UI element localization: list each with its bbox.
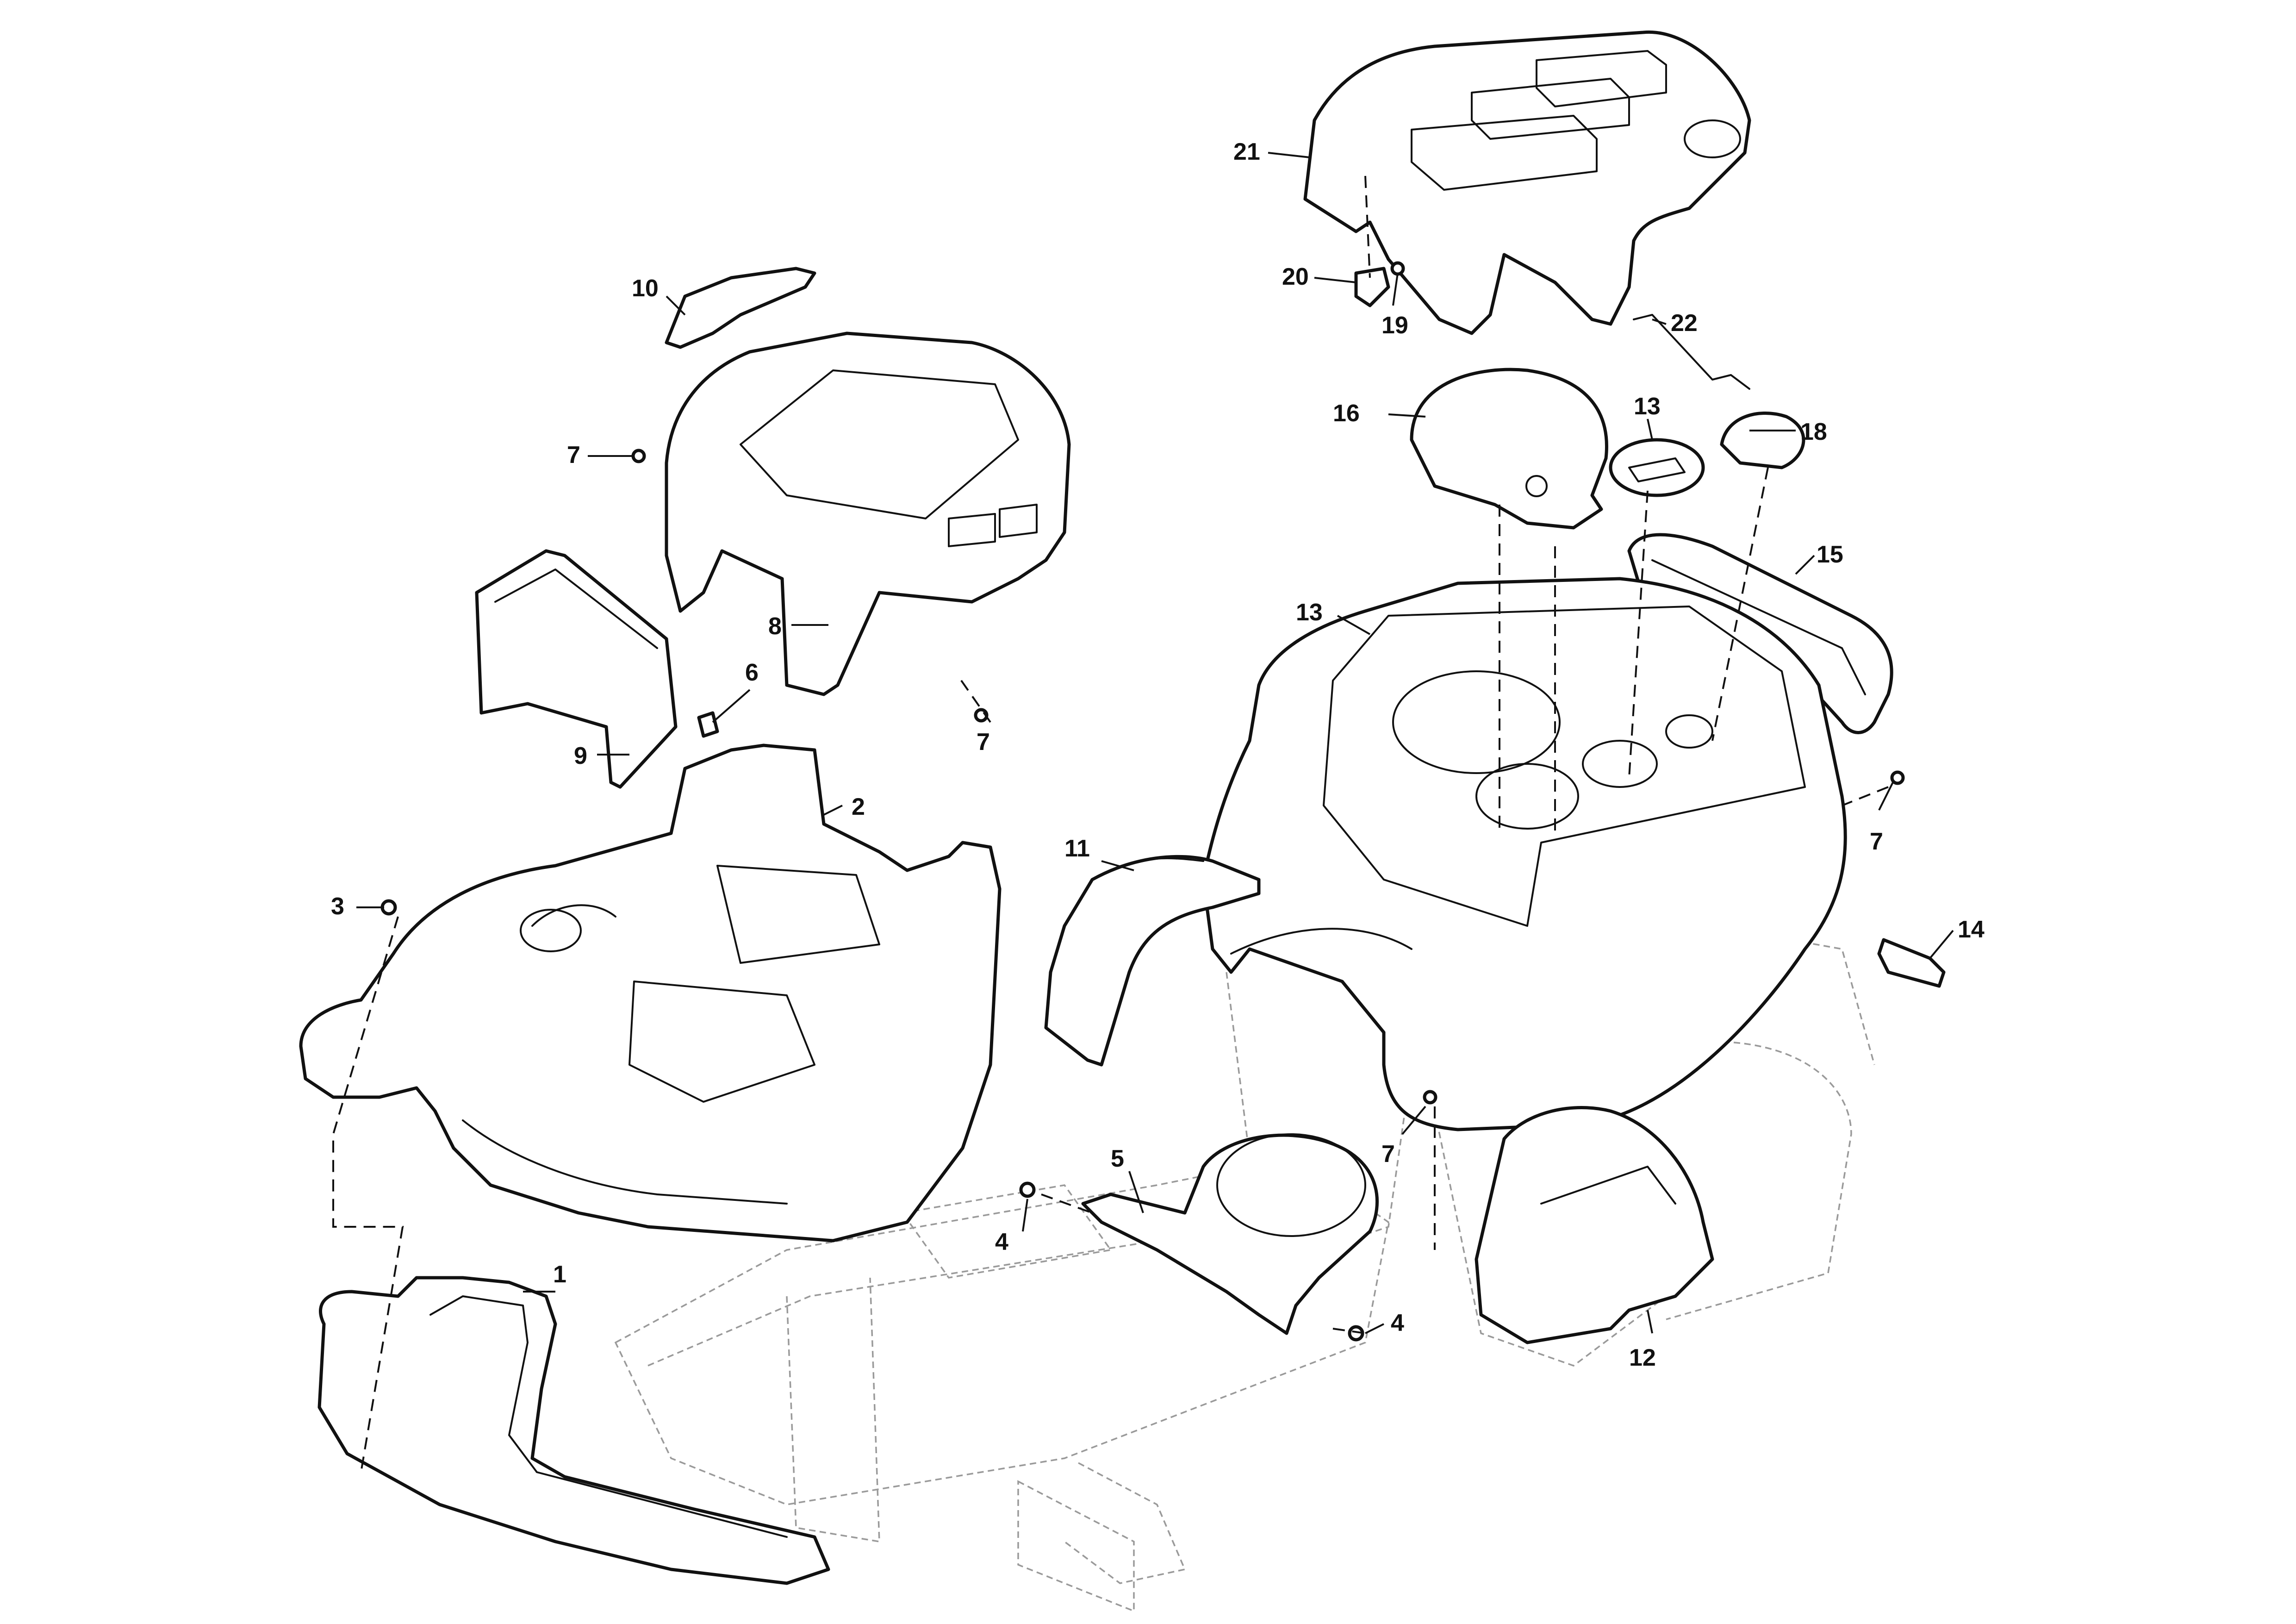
- callout-labels: 1 2 3 4 4 5 6 7 7 7 7 8 9 10 11 12 13 13…: [331, 138, 1985, 1371]
- part-16-plate: [1410, 368, 1608, 530]
- callout-2: 2: [852, 793, 865, 820]
- part-14-tab: [1877, 938, 1946, 988]
- callout-18: 18: [1800, 418, 1827, 445]
- callout-19: 19: [1381, 312, 1408, 339]
- part-5-bracket-ring: [1081, 1133, 1379, 1335]
- callout-7c: 7: [1870, 828, 1883, 855]
- fasteners: [380, 449, 1905, 1342]
- part-13-small-cap: [1609, 438, 1705, 497]
- callout-7d: 7: [977, 729, 990, 756]
- part-6-clip: [697, 711, 719, 738]
- screw-7-right: [1890, 770, 1905, 785]
- part-10-panel: [665, 267, 816, 349]
- part-11-side-shroud: [1044, 855, 1261, 1067]
- callout-22: 22: [1671, 310, 1698, 337]
- callout-21: 21: [1233, 138, 1260, 165]
- part-13-main-hood: [1201, 577, 1847, 1131]
- callout-3: 3: [331, 893, 344, 920]
- callout-20: 20: [1282, 263, 1309, 290]
- part-8-dash-console: [665, 331, 1071, 696]
- callout-13a: 13: [1296, 599, 1323, 626]
- part-22-rod: [1633, 314, 1750, 390]
- screw-7-upper-left: [631, 449, 646, 463]
- callout-8: 8: [768, 613, 782, 640]
- callout-12: 12: [1629, 1344, 1656, 1371]
- callout-10: 10: [632, 275, 659, 302]
- part-9-cowl: [475, 549, 678, 789]
- screw-3: [380, 899, 397, 916]
- part-21-top-cover: [1303, 30, 1751, 335]
- callout-15: 15: [1817, 541, 1843, 568]
- callout-1: 1: [553, 1261, 566, 1288]
- part-2-dashboard-body: [299, 743, 1002, 1243]
- part-18-dome-cap: [1720, 412, 1805, 469]
- part-12-right-shroud: [1475, 1106, 1714, 1344]
- alignment-lines: [332, 175, 1889, 1473]
- screw-4-left: [1019, 1181, 1036, 1198]
- part-19-screw: [1390, 261, 1405, 276]
- screw-7-hood: [1423, 1090, 1437, 1105]
- callout-7a: 7: [567, 442, 580, 468]
- callout-4a: 4: [995, 1229, 1008, 1255]
- part-1-front-bumper: [317, 1276, 830, 1585]
- callout-13b: 13: [1634, 393, 1661, 420]
- callout-4b: 4: [1391, 1310, 1404, 1337]
- callout-7b: 7: [1381, 1141, 1395, 1168]
- callout-9: 9: [574, 743, 587, 769]
- callout-16: 16: [1333, 400, 1360, 427]
- callout-5: 5: [1111, 1145, 1124, 1172]
- callout-6: 6: [745, 659, 759, 686]
- callout-14: 14: [1958, 916, 1985, 943]
- part-20-clip: [1354, 267, 1390, 307]
- callout-11: 11: [1064, 835, 1090, 862]
- leader-lines: [356, 152, 1954, 1334]
